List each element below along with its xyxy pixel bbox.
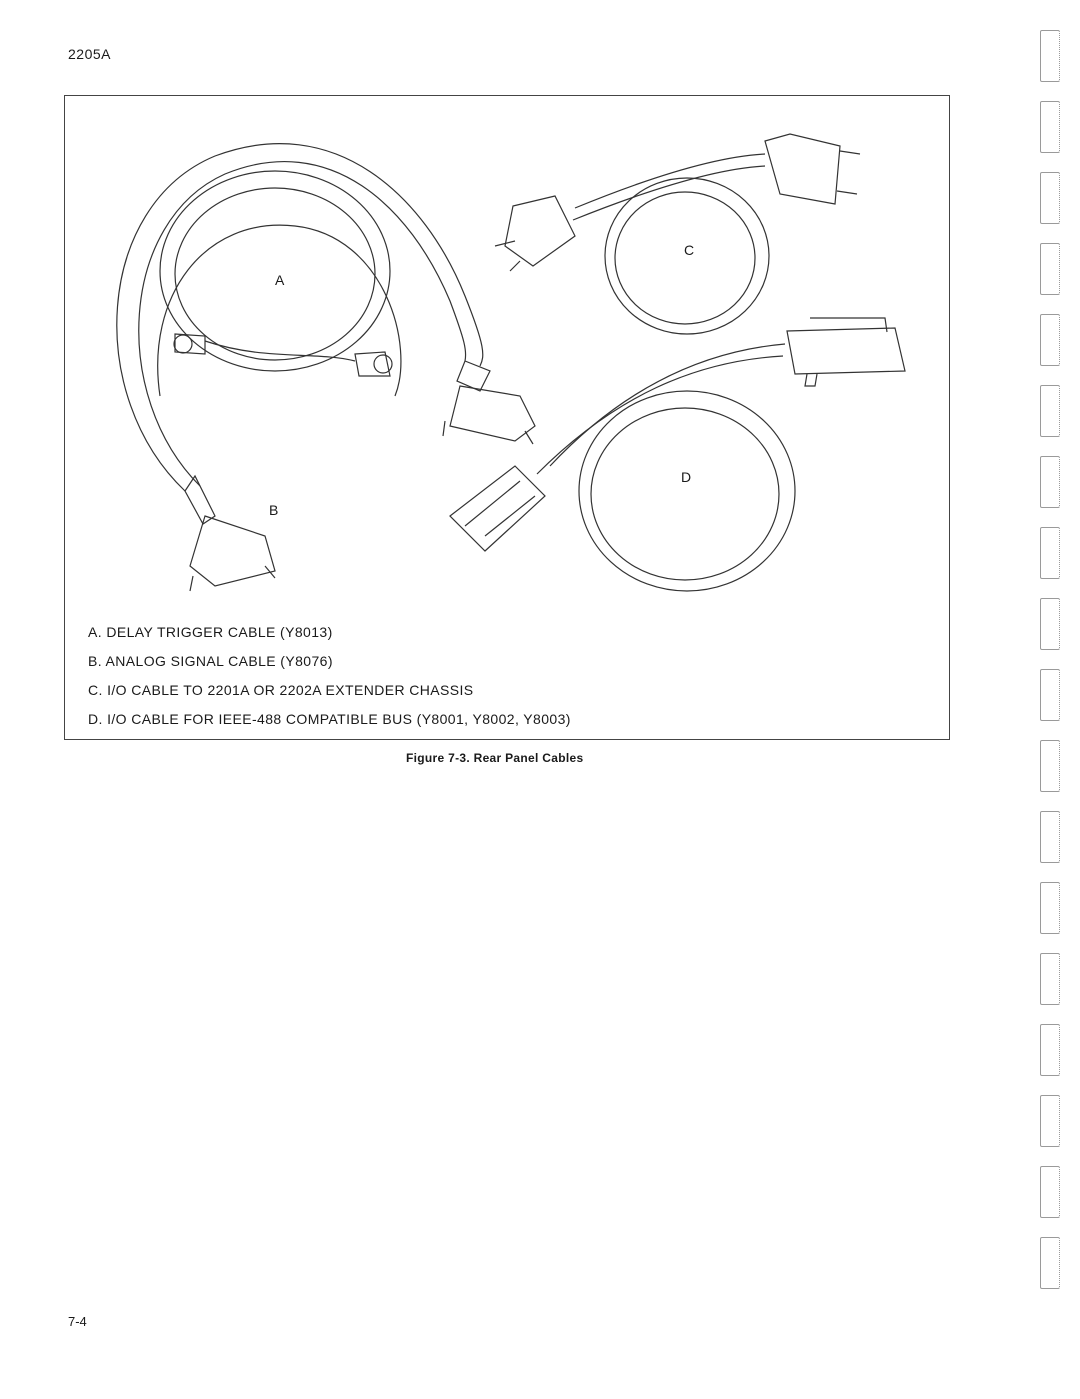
label-d: D [681,469,692,485]
figure-legend: A. DELAY TRIGGER CABLE (Y8013) B. ANALOG… [88,622,571,738]
index-tab [1040,811,1060,863]
cable-d-drawing [449,317,906,592]
index-tab [1040,1095,1060,1147]
index-tab [1040,740,1060,792]
index-tab-strip [1040,30,1060,1308]
index-tab [1040,101,1060,153]
index-tab [1040,172,1060,224]
figure-caption: Figure 7-3. Rear Panel Cables [406,751,584,765]
index-tab [1040,1166,1060,1218]
cable-b-drawing [116,143,536,592]
figure-frame: A B C D A. DELAY TRIGGER CABLE (Y8013) B… [64,95,950,740]
page-number: 7-4 [68,1314,87,1329]
index-tab [1040,598,1060,650]
index-tab [1040,1024,1060,1076]
cable-a-drawing [159,170,393,377]
index-tab [1040,385,1060,437]
cables-illustration [116,133,906,592]
cable-c-drawing [494,133,861,335]
index-tab [1040,527,1060,579]
label-c: C [684,242,695,258]
index-tab [1040,669,1060,721]
legend-item-d: D. I/O CABLE FOR IEEE-488 COMPATIBLE BUS… [88,711,571,727]
label-b: B [269,502,279,518]
document-id: 2205A [68,46,111,62]
legend-item-b: B. ANALOG SIGNAL CABLE (Y8076) [88,653,333,669]
legend-item-a: A. DELAY TRIGGER CABLE (Y8013) [88,624,333,640]
index-tab [1040,314,1060,366]
index-tab [1040,882,1060,934]
index-tab [1040,243,1060,295]
index-tab [1040,953,1060,1005]
index-tab [1040,30,1060,82]
index-tab [1040,1237,1060,1289]
legend-item-c: C. I/O CABLE TO 2201A OR 2202A EXTENDER … [88,682,474,698]
index-tab [1040,456,1060,508]
label-a: A [275,272,285,288]
